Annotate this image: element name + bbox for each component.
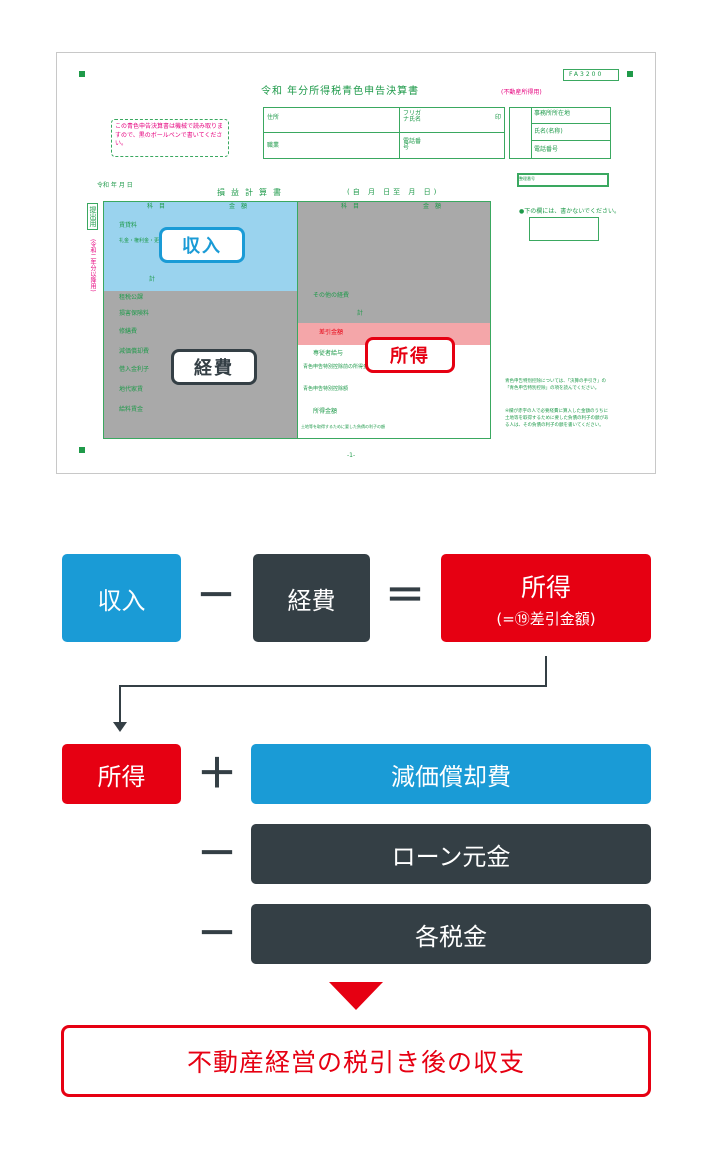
- registration-mark: [79, 447, 85, 453]
- page-number: -1-: [347, 452, 356, 459]
- income-badge: 収入: [159, 227, 245, 263]
- row-key-money: 礼金・権利金・更新料: [119, 238, 170, 244]
- connector-arrow: [113, 656, 547, 732]
- form-code-box: [563, 69, 619, 81]
- form-title-sub: (不動産所得用): [501, 89, 542, 96]
- office-label: 事務所所在地: [534, 110, 571, 117]
- row-interest: 借入金利子: [119, 366, 150, 373]
- row-difference: 差引金額: [319, 329, 344, 336]
- row-other-expenses: その他の経費: [313, 292, 350, 299]
- row-income-amount: 所得金額: [313, 408, 338, 415]
- row-expense-total: 計: [357, 310, 364, 317]
- row-salary: 給料賃金: [119, 406, 144, 413]
- date-label: 令和 年 月 日: [97, 182, 133, 189]
- down-arrow-icon: [329, 982, 383, 1010]
- header-table: [263, 107, 505, 159]
- period-label: (自 月 日至 月 日): [347, 188, 440, 196]
- row-insurance: 損害保険料: [119, 310, 150, 317]
- name-label: 氏名(名称): [534, 128, 563, 135]
- row-land-debt: 土地等を取得するために要した負債の利子の額: [301, 424, 385, 429]
- expense-badge: 経費: [171, 349, 257, 385]
- form-title: 令和 年分所得税青色申告決算書: [261, 86, 420, 97]
- result-label: 不動産経営の税引き後の収支: [186, 1048, 525, 1077]
- expense-box: 経費: [253, 554, 370, 642]
- row-rent: 賃貸料: [119, 222, 138, 229]
- profit-label: 所得: [520, 572, 571, 602]
- row-land-rent: 地代家賃: [119, 386, 144, 393]
- depreciation-box: 減価償却費: [251, 744, 651, 804]
- note-do-not-write: ●下の欄には、書かないでください。: [519, 208, 621, 215]
- business-label: 職業: [267, 142, 280, 149]
- col-subject-left: 科目: [147, 203, 172, 210]
- result-box: 不動産経営の税引き後の収支: [61, 1025, 651, 1097]
- income-box: 収入: [62, 554, 181, 642]
- seal-mark: 印: [495, 114, 502, 121]
- profit-label-2: 所得: [97, 762, 146, 791]
- note-box: [529, 217, 599, 241]
- taxes-box: 各税金: [251, 904, 651, 964]
- notice-text: この青色申告決算書は機械で読み取りますので、黒のボールペンで書いてください。: [115, 123, 224, 148]
- row-blue-deduction: 青色申告特別控除額: [303, 386, 349, 392]
- col-subject-right: 科目: [341, 203, 366, 210]
- right-phone-label: 電話番号: [534, 146, 559, 153]
- plus-operator: ＋: [197, 751, 237, 797]
- loan-label: ローン元金: [391, 842, 511, 871]
- tax-form-image: FA3200 令和 年分所得税青色申告決算書 (不動産所得用) この青色申告決算…: [56, 52, 656, 474]
- profit-badge: 所得: [365, 337, 455, 373]
- row-depreciation: 減価償却費: [119, 348, 150, 355]
- phone-label: 電話番号: [403, 138, 422, 151]
- expense-highlight-right: [297, 201, 491, 323]
- taxes-label: 各税金: [415, 922, 487, 951]
- profit-sublabel: (=⑲差引金額): [496, 609, 596, 628]
- address-label: 住所: [267, 114, 280, 121]
- registration-mark: [627, 71, 633, 77]
- profit-box: 所得 (=⑲差引金額): [441, 554, 651, 642]
- pl-title: 損益計算書: [217, 188, 287, 197]
- income-label: 収入: [97, 586, 146, 615]
- expense-label: 経費: [287, 586, 336, 615]
- form-code: FA3200: [569, 71, 604, 78]
- row-tax: 租税公課: [119, 294, 144, 301]
- id-label: 整理番号: [519, 176, 535, 181]
- note-blue-deduction: 青色申告特別控除については、「決算の手引き」の「青色申告特別控除」の項を読んでく…: [505, 379, 607, 391]
- minus-operator-3: －: [197, 911, 237, 957]
- row-pre-deduction: 青色申告特別控除前の所得金額: [303, 364, 374, 370]
- col-amount-right: 金額: [423, 203, 448, 210]
- loan-box: ローン元金: [251, 824, 651, 884]
- minus-operator: －: [196, 573, 236, 619]
- col-amount-left: 金額: [229, 203, 254, 210]
- registration-mark: [79, 71, 85, 77]
- profit-box-2: 所得: [62, 744, 181, 804]
- note-land-debt: ④欄が赤字の人で必要経費に算入した金額のうちに土地等を取得するために要した負債の…: [505, 409, 609, 428]
- depreciation-label: 減価償却費: [391, 762, 511, 791]
- side-label: 提出用: [87, 203, 98, 230]
- equals-operator: ＝: [385, 573, 425, 619]
- side-sub: (令和二年分以降用): [89, 239, 96, 292]
- furigana-label: フリガナ氏名: [403, 110, 422, 123]
- row-income-total: 計: [149, 276, 156, 283]
- minus-operator-2: －: [197, 831, 237, 877]
- header-right-table: [509, 107, 611, 159]
- row-family-salary: 専従者給与: [313, 350, 344, 357]
- notice-box: [111, 119, 229, 157]
- row-repair: 修繕費: [119, 328, 138, 335]
- id-box: [517, 173, 609, 187]
